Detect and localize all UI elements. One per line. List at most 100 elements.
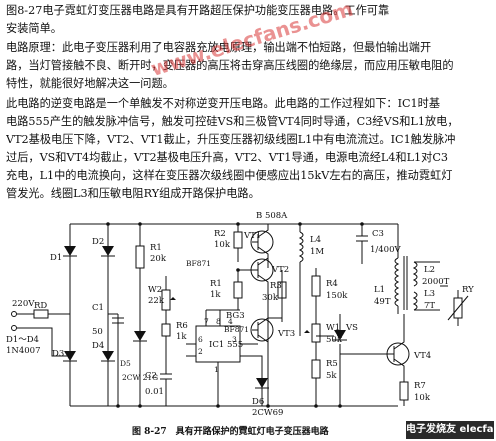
vs-label: VS: [345, 323, 358, 333]
vt1-label: VT1: [243, 231, 261, 241]
fuse-label: RD: [34, 301, 47, 311]
ac-input: [11, 309, 70, 357]
r7-label: R7: [414, 381, 426, 391]
potentiometer-w2: [161, 276, 176, 356]
principle-paragraph: 电路原理：此电子变压器利用了电容器充放电原理，输出端不怕短路，但最怕输出端开 路…: [6, 39, 492, 93]
r3-label: R3: [270, 281, 282, 291]
r4-value: 150k: [326, 291, 348, 301]
l2-value: 2000T: [422, 277, 450, 287]
w1-label: W1: [326, 323, 340, 333]
r7-value: 10k: [414, 393, 431, 403]
resistor-r2: [233, 224, 243, 262]
diode-range-label: D1～D4: [6, 335, 39, 345]
figure-caption: 图 8-27 具有开路保护的霓虹灯电子变压器电路: [132, 425, 330, 437]
r6-value: 1k: [176, 332, 187, 342]
r2-label: R2: [214, 229, 226, 239]
pin1-label: 1: [214, 365, 219, 374]
varistor-ry: [447, 290, 469, 326]
w2-label: W2: [148, 285, 162, 295]
d2-label: D2: [92, 237, 104, 247]
bus-voltage-label: B 508A: [256, 211, 288, 221]
diode-d6: [240, 355, 269, 406]
text-line: 充电，L1中的电流换向，这样在变压器次级线圈中便感应出15kV左右的高压，推动霓…: [6, 169, 453, 182]
l4-label: L4: [310, 235, 321, 245]
text-line: 电路原理：此电子变压器利用了电容器充放电原理，输出端不怕短路，但最怕输出端开: [6, 41, 432, 54]
r5-label: R5: [326, 359, 338, 369]
bf871-top-label: BF871: [186, 259, 211, 268]
junction-dots: [106, 222, 364, 408]
d6-label: D6: [252, 397, 264, 407]
zener-d5: [133, 316, 147, 406]
transistor-vt4: [340, 314, 410, 376]
transistor-vt1: [250, 224, 274, 268]
c1-value: 50: [92, 327, 103, 337]
r6-label: R6: [176, 321, 188, 331]
text-line: 电路555产生的触发脉冲信号，触发可控硅VS和三极管VT4同时导通，C3经VS和…: [6, 115, 459, 128]
d4-label: D4: [92, 341, 104, 351]
text-line: 管发光。线圈L3和压敏电阻RY组成开路保护电路。: [6, 187, 260, 200]
vt2-label: VT2: [271, 265, 289, 275]
bg3-label: BG3: [226, 311, 245, 321]
c1-label: C1: [92, 303, 104, 313]
resistor-r4-body: [311, 268, 321, 314]
intro-paragraph: 图8-27电子霓虹灯变压器电路是具有开路超压保护功能变压器电路。工作可靠 安装简…: [6, 2, 492, 38]
inductor-l4: [298, 224, 304, 336]
r3-top-value: 1k: [210, 290, 221, 300]
r3-value: 30k: [262, 293, 279, 303]
d3-label: D3: [52, 349, 64, 359]
transistor-vt3: [250, 317, 282, 343]
pin4-label: 4: [228, 317, 233, 326]
c3-value: 1/400V: [370, 245, 401, 255]
vt4-label: VT4: [413, 351, 431, 361]
l3-label: L3: [424, 289, 435, 299]
l3-value: 7T: [424, 301, 435, 311]
pin6-label: 6: [198, 335, 203, 344]
capacitor-c1: [112, 314, 124, 406]
c2-value: 0.01: [145, 387, 164, 397]
circuit-schematic: D1 D2 D3 D4 220V RD D1～D4 1N4007 C1 50 R…: [6, 211, 474, 437]
transformer: [394, 224, 448, 314]
c3-label: C3: [372, 229, 384, 239]
resistor-r3: [233, 270, 243, 310]
text-line: 特性，就能很好地解决这一问题。: [6, 77, 174, 90]
l1-label: L1: [374, 285, 385, 295]
r2-value: 10k: [214, 240, 231, 250]
ic-555: [186, 309, 258, 406]
transistor-vt2: [238, 257, 274, 406]
pin3-label: 3: [232, 335, 237, 344]
d1-label: D1: [50, 253, 62, 263]
resistor-r7: [399, 376, 409, 406]
resistor-r5: [311, 352, 321, 406]
r1-label: R1: [150, 243, 162, 253]
site-logo: 电子发烧友 elecfans: [406, 421, 496, 439]
d6-type: 2CW69: [252, 408, 283, 418]
pin7-label: 7: [204, 317, 209, 326]
r3-top-label: R1: [210, 279, 222, 289]
bridge-rectifier: [60, 224, 118, 406]
ic1-label: IC1 555: [209, 340, 243, 350]
zener-label: D5: [120, 359, 131, 368]
text-line: 此电路的逆变电路是一个单触发不对称逆变开压电路。此电路的工作过程如下：IC1时基: [6, 97, 441, 110]
r5-value: 5k: [326, 371, 337, 381]
pin2-label: 2: [198, 347, 203, 356]
c2-label: C2: [145, 371, 157, 381]
vt3-label: VT3: [277, 329, 295, 339]
pin8-label: 8: [216, 317, 221, 326]
potentiometer-w1: [304, 314, 321, 352]
resistor-r1: [135, 224, 145, 316]
capacitor-c3: [356, 224, 368, 264]
r1-value: 20k: [150, 254, 167, 264]
l1-value: 49T: [374, 297, 391, 307]
bf871-mid-label: BF871: [224, 325, 249, 334]
l4-value: 1M: [310, 247, 324, 257]
w2-value: 22k: [148, 296, 165, 306]
l2-label: L2: [424, 265, 435, 275]
operation-paragraph: 此电路的逆变电路是一个单触发不对称逆变开压电路。此电路的工作过程如下：IC1时基…: [6, 95, 492, 203]
diode-type-label: 1N4007: [6, 346, 40, 356]
capacitor-c2: [160, 356, 172, 406]
text-line: 图8-27电子霓虹灯变压器电路是具有开路超压保护功能变压器电路。工作可靠: [6, 4, 390, 17]
text-line: 过后，VS和VT4均截止，VT2基极电压升高，VT2、VT1导通，电源电流经L4…: [6, 151, 449, 164]
zener-type: 2CW 21G: [122, 373, 158, 382]
ry-label: RY: [462, 285, 474, 295]
